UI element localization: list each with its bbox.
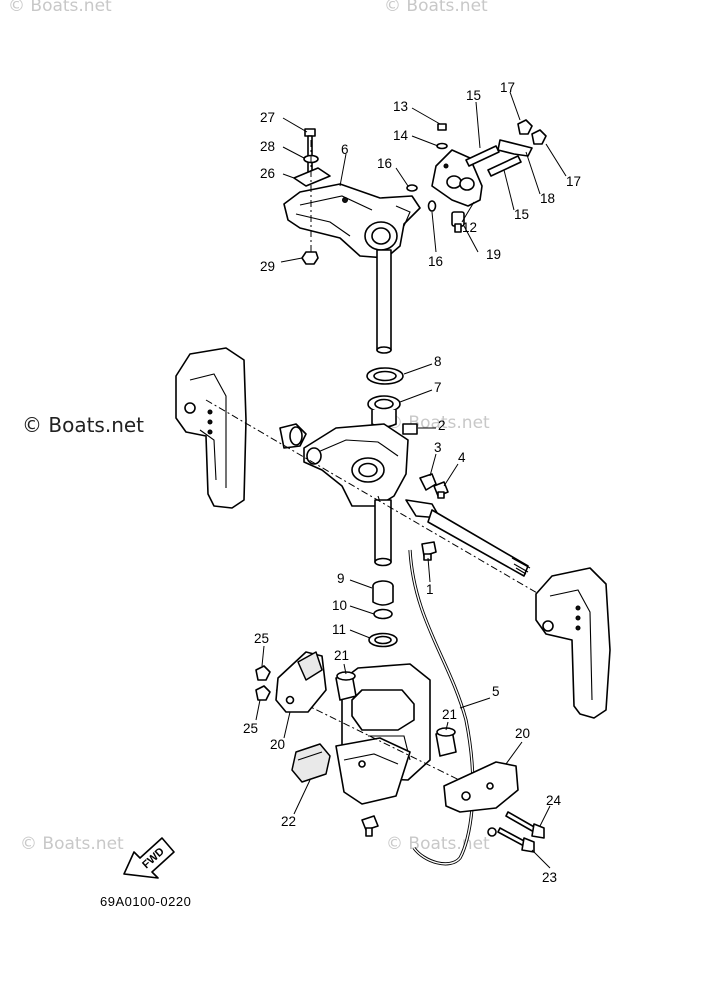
callout-3: 3 bbox=[434, 440, 442, 455]
callout-20: 20 bbox=[270, 737, 285, 752]
callout-6: 6 bbox=[341, 142, 349, 157]
bolt-4-drawing bbox=[433, 481, 449, 499]
callout-29: 29 bbox=[260, 259, 275, 274]
callout-5: 5 bbox=[492, 684, 500, 699]
callout-25: 25 bbox=[243, 721, 258, 736]
steering-shaft-drawing bbox=[376, 249, 392, 354]
callout-15: 15 bbox=[466, 88, 481, 103]
washer-8-drawing bbox=[366, 367, 404, 385]
nut-17-drawing bbox=[517, 119, 547, 145]
left-clamp-bracket-drawing bbox=[175, 347, 247, 509]
bushing-9-drawing bbox=[372, 580, 394, 606]
bolt-13-drawing bbox=[437, 123, 447, 131]
rubber-22-drawing bbox=[291, 743, 331, 783]
mount-cover-20-left-drawing bbox=[275, 651, 327, 713]
seal-11-drawing bbox=[368, 632, 398, 648]
o-ring-10-drawing bbox=[373, 608, 393, 620]
callout-16: 16 bbox=[428, 254, 443, 269]
nut-29-drawing bbox=[301, 251, 319, 265]
callout-22: 22 bbox=[281, 814, 296, 829]
plate-2-drawing bbox=[402, 423, 418, 435]
callout-28: 28 bbox=[260, 139, 275, 154]
bolt-23-drawing bbox=[497, 827, 535, 853]
callout-26: 26 bbox=[260, 166, 275, 181]
bolt-drawing bbox=[361, 815, 379, 837]
callout-9: 9 bbox=[337, 571, 345, 586]
grease-fitting-1-drawing bbox=[421, 541, 437, 561]
plate-26-drawing bbox=[293, 167, 331, 187]
bushing-drawing bbox=[279, 423, 307, 449]
nut-25-drawing bbox=[255, 685, 271, 701]
plate-18-drawing bbox=[497, 139, 533, 157]
fwd-arrow-icon: FWD bbox=[123, 837, 175, 879]
callout-24: 24 bbox=[546, 793, 562, 808]
callout-13: 13 bbox=[393, 99, 408, 114]
callout-7: 7 bbox=[434, 380, 442, 395]
callout-27: 27 bbox=[260, 110, 275, 125]
callout-18: 18 bbox=[540, 191, 555, 206]
bolt-3-drawing bbox=[419, 473, 437, 491]
callout-23: 23 bbox=[542, 870, 557, 885]
mount-cover-20-right-drawing bbox=[443, 761, 519, 813]
bushing-7-drawing bbox=[367, 395, 401, 428]
bolt-27-drawing bbox=[304, 128, 316, 173]
mount-base-drawing bbox=[335, 737, 411, 805]
callout-25: 25 bbox=[254, 631, 269, 646]
callout-4: 4 bbox=[458, 450, 466, 465]
right-clamp-bracket-drawing bbox=[535, 567, 611, 719]
callout-21: 21 bbox=[442, 707, 457, 722]
callout-11: 11 bbox=[332, 622, 346, 637]
wire-terminal-drawing bbox=[487, 827, 497, 837]
ground-wire-5-drawing bbox=[408, 549, 475, 866]
washer-16-drawing bbox=[406, 184, 418, 192]
washer-16-drawing bbox=[427, 200, 437, 212]
callout-16: 16 bbox=[377, 156, 392, 171]
callout-1: 1 bbox=[426, 582, 434, 597]
callout-8: 8 bbox=[434, 354, 442, 369]
steering-bracket-6-drawing bbox=[283, 183, 421, 259]
callout-20: 20 bbox=[515, 726, 530, 741]
callout-15: 15 bbox=[514, 207, 529, 222]
copyright-watermark: © Boats.net bbox=[22, 413, 145, 437]
rubber-mount-21-drawing bbox=[335, 671, 357, 701]
callout-17: 17 bbox=[566, 174, 581, 189]
callout-19: 19 bbox=[486, 247, 501, 262]
callout-17: 17 bbox=[500, 80, 515, 95]
callout-2: 2 bbox=[438, 418, 446, 433]
diagram-code: 69A0100-0220 bbox=[100, 894, 192, 909]
rubber-mount-21-drawing bbox=[435, 727, 457, 757]
callout-labels: 27 28 26 6 29 13 14 16 16 15 17 17 18 15… bbox=[243, 80, 581, 885]
bolt-24-drawing bbox=[505, 811, 545, 839]
watermark: © Boats.net bbox=[20, 834, 124, 854]
callout-10: 10 bbox=[332, 598, 347, 613]
swivel-bracket-drawing bbox=[303, 423, 409, 541]
washer-14-drawing bbox=[436, 142, 448, 150]
watermark: © Boats.net bbox=[384, 0, 488, 16]
callout-14: 14 bbox=[393, 128, 409, 143]
leader-lines bbox=[255, 91, 567, 869]
pin-15-drawing bbox=[465, 145, 522, 177]
nut-25-drawing bbox=[255, 665, 271, 681]
callout-21: 21 bbox=[334, 648, 349, 663]
watermark: © Boats.net bbox=[8, 0, 112, 16]
callout-12: 12 bbox=[462, 220, 477, 235]
swivel-shaft-drawing bbox=[374, 499, 392, 567]
through-tube-drawing bbox=[405, 499, 531, 577]
